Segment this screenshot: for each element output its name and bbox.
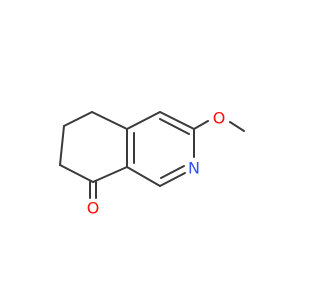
bond-c5-c6 <box>63 111 93 127</box>
bonds <box>59 111 245 199</box>
bond-c3-c4 <box>159 111 195 130</box>
bond-c1-c9a <box>126 166 161 187</box>
bond-n2-c1-inner <box>160 165 185 179</box>
bond-c4a-c5 <box>91 111 128 130</box>
bond-n2-c1 <box>159 172 186 187</box>
bond-c8-c9 <box>92 166 128 183</box>
bond-c6-c7 <box>59 125 65 166</box>
bond-c3-c4-inner <box>159 118 190 135</box>
atom-oxygen-methoxy: O <box>213 109 226 128</box>
atom-nitrogen-ring: N <box>188 159 200 178</box>
bond-methyl-o <box>229 121 245 132</box>
bond-c7-c8 <box>59 164 94 183</box>
bond-o-c3 <box>193 120 209 130</box>
molecule-structure: O N O <box>59 109 245 218</box>
atom-labels: O N O <box>87 109 226 218</box>
bond-c4-c4a <box>126 111 161 130</box>
atom-oxygen-ketone: O <box>87 199 100 218</box>
